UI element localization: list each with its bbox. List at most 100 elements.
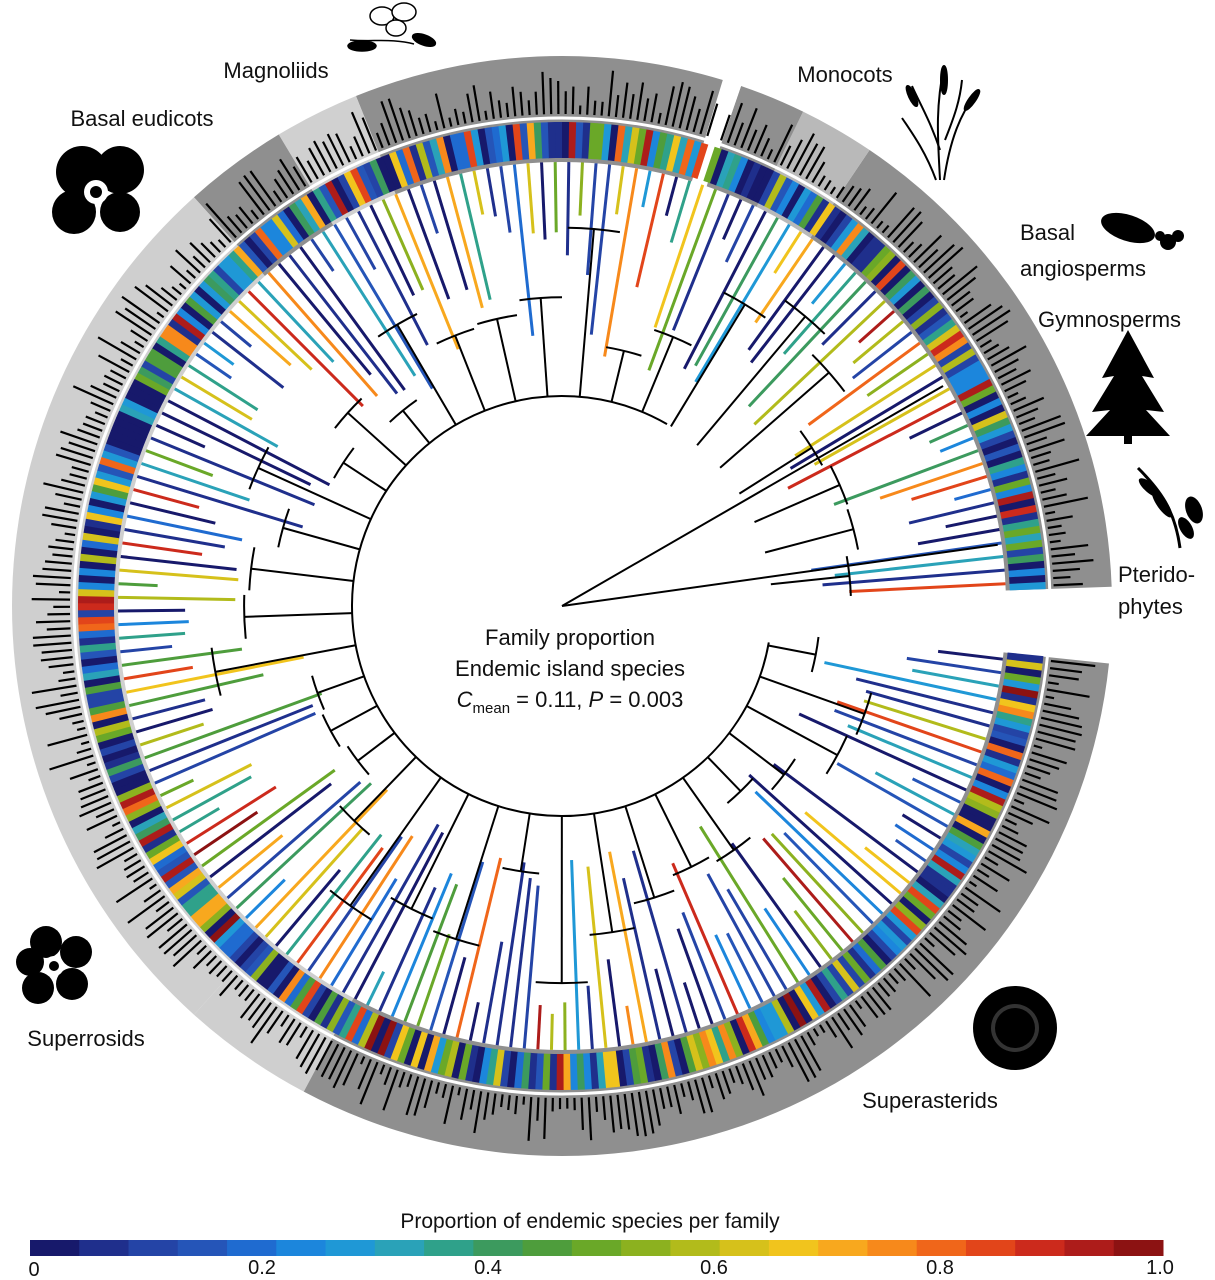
- heatmap-cell: [961, 802, 997, 826]
- heatmap-cell: [574, 122, 584, 159]
- heatmap-cell: [698, 1030, 718, 1067]
- tree-branch: [676, 928, 714, 1025]
- tree-internal-branch: [719, 371, 830, 469]
- tree-branch: [682, 982, 701, 1029]
- fern-icon: [1136, 466, 1203, 549]
- species-count-bar: [88, 774, 101, 782]
- tree-branch: [118, 608, 186, 613]
- heatmap-cell: [561, 122, 570, 159]
- species-count-bar: [398, 1071, 406, 1088]
- species-count-bar: [178, 282, 187, 290]
- species-count-bar: [1031, 751, 1067, 765]
- species-count-bar: [145, 284, 173, 307]
- heatmap-cell: [401, 146, 421, 184]
- heatmap-cell: [261, 957, 290, 991]
- species-count-bar: [94, 411, 108, 419]
- tree-branch: [726, 888, 788, 991]
- phylogenetic-tree: [118, 162, 1006, 1050]
- heatmap-cell: [803, 198, 830, 233]
- heatmap-cell: [814, 206, 841, 240]
- tree-branch: [681, 911, 727, 1020]
- species-count-bar: [1035, 458, 1080, 473]
- tree-branch: [748, 773, 893, 905]
- heatmap-cell: [533, 122, 543, 159]
- species-count-bar: [1050, 659, 1096, 668]
- species-count-bar: [876, 220, 884, 229]
- heatmap-cell: [357, 1012, 380, 1048]
- tree-internal-arc: [390, 896, 434, 920]
- tree-branch: [159, 778, 195, 797]
- tree-internal-arc: [723, 291, 766, 319]
- species-count-bar: [700, 1077, 714, 1113]
- heatmap-cell: [646, 130, 661, 168]
- species-count-bar: [1037, 730, 1076, 743]
- tree-branch: [296, 847, 384, 964]
- heatmap-cell: [364, 1014, 386, 1051]
- heatmap-cell: [938, 842, 973, 869]
- heatmap-cell: [111, 769, 148, 791]
- tree-branch: [706, 873, 776, 997]
- tree-internal-arc: [605, 346, 642, 357]
- heatmap-cell: [338, 1003, 362, 1039]
- tree-internal-branch: [539, 297, 549, 397]
- heatmap-cell: [862, 933, 892, 966]
- species-count-bar: [42, 567, 72, 572]
- tree-branch: [526, 163, 535, 234]
- species-count-bar: [55, 538, 75, 544]
- species-count-bar: [82, 422, 103, 432]
- species-count-bar: [943, 915, 962, 931]
- heatmap-cell: [193, 285, 226, 316]
- colorbar-tick-0.6: 0.6: [700, 1257, 728, 1279]
- colorbar-swatch: [177, 1240, 228, 1256]
- heatmap-cell: [860, 245, 891, 277]
- heatmap-cell: [893, 280, 926, 310]
- species-count-bar: [929, 931, 956, 956]
- tree-branch: [226, 780, 362, 900]
- heatmap-cell: [104, 751, 141, 771]
- heatmap-cell: [660, 1041, 677, 1079]
- tree-branch: [901, 813, 942, 840]
- species-count-bar: [831, 1016, 854, 1049]
- heatmap-cell: [825, 214, 853, 248]
- species-count-bar: [766, 149, 774, 160]
- species-count-bar: [285, 1022, 302, 1046]
- species-count-bar: [76, 726, 86, 732]
- heatmap-cell: [570, 1053, 579, 1090]
- species-count-bar: [602, 1096, 607, 1120]
- species-count-bar: [854, 1000, 863, 1010]
- species-count-bar: [86, 814, 118, 831]
- species-count-bar: [787, 1042, 810, 1083]
- species-count-bar: [825, 1020, 838, 1038]
- heatmap-cell: [169, 867, 203, 895]
- heatmap-cell: [957, 378, 993, 402]
- heatmap-cell: [91, 484, 129, 501]
- tree-branch: [822, 568, 1005, 587]
- heatmap-cell: [417, 1033, 435, 1071]
- tree-branch: [128, 673, 264, 708]
- species-count-bar: [72, 719, 84, 725]
- tree-branch: [578, 162, 584, 216]
- heatmap-cell: [458, 1043, 473, 1081]
- tree-branch: [139, 722, 205, 747]
- heatmap-cell: [954, 372, 990, 396]
- heatmap-cell: [362, 162, 384, 198]
- heatmap-cell: [671, 136, 688, 174]
- species-count-bar: [942, 265, 978, 296]
- species-count-bar: [77, 428, 101, 439]
- heatmap-cell: [980, 760, 1017, 781]
- heatmap-cell: [343, 170, 366, 207]
- species-count-bar: [853, 188, 872, 211]
- heatmap-cell: [907, 885, 941, 915]
- heatmap-cell: [875, 260, 906, 291]
- tree-branch: [144, 692, 323, 760]
- tree-branch: [945, 514, 998, 529]
- tree-branch: [150, 436, 316, 507]
- tree-internal-branch: [257, 467, 372, 521]
- species-count-bar: [967, 305, 1003, 330]
- colorbar-swatch: [1015, 1240, 1065, 1256]
- species-count-bar: [448, 117, 453, 127]
- tree-branch: [341, 823, 440, 994]
- heatmap-cell: [639, 129, 654, 167]
- species-count-bar: [650, 93, 658, 123]
- heatmap-cell: [132, 811, 168, 835]
